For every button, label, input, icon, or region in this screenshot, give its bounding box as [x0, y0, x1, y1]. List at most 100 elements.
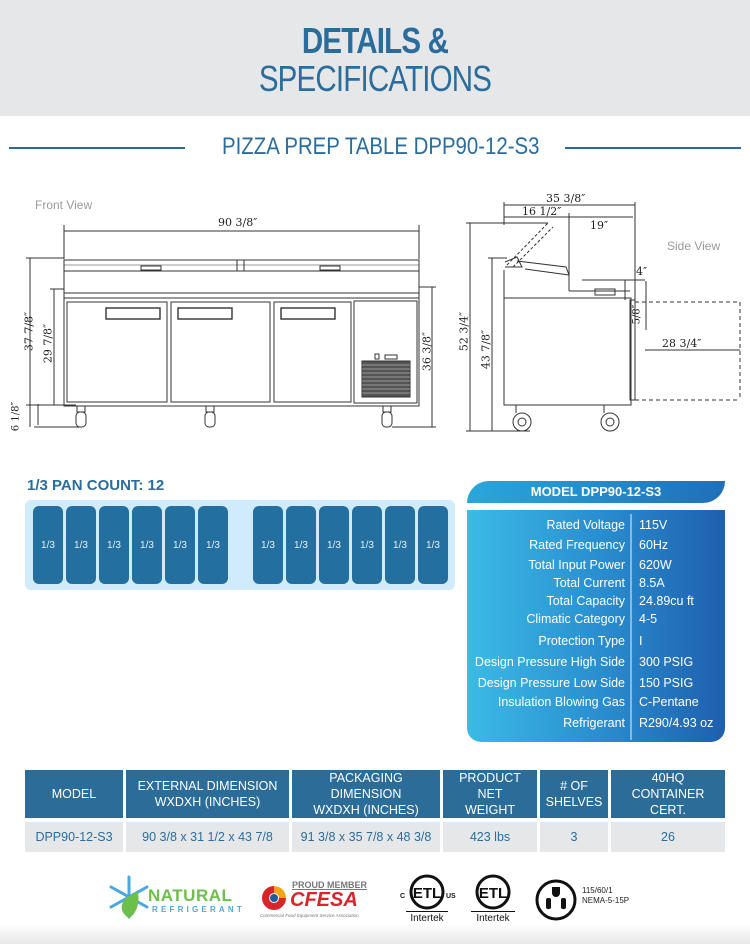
- spec-label: Protection Type: [538, 634, 625, 648]
- dim-front-cabinet-height: 29 7/8″: [41, 323, 55, 364]
- etl-mark-icon: ETL: [409, 874, 445, 910]
- cfesa-proud-member: PROUD MEMBER: [292, 880, 368, 890]
- natural-refrigerant-logo: NATURAL REFRIGERANT: [108, 874, 248, 920]
- dim-front-overall-height: 37 7/8″: [22, 311, 36, 352]
- dim-side-rail: 19″: [590, 219, 609, 232]
- pan-slot: 1/3: [319, 506, 349, 584]
- nema-5-15p-plug-icon: [535, 879, 577, 921]
- pan-slot: 1/3: [66, 506, 96, 584]
- spec-divider: [630, 514, 632, 740]
- cfesa-swirl-icon: [262, 886, 286, 910]
- front-view-label: Front View: [35, 198, 93, 212]
- dim-side-overhang: 4″: [636, 265, 648, 278]
- etl-sanitation-logo: ETL Intertek: [468, 874, 518, 924]
- cell-model: DPP90-12-S3: [25, 822, 123, 852]
- spec-value: I: [639, 634, 643, 648]
- svg-text:ETL: ETL: [479, 885, 507, 902]
- pan-slot: 1/3: [418, 506, 448, 584]
- spec-value: 150 PSIG: [639, 676, 694, 690]
- cell-packaging-dimension: 91 3/8 x 35 7/8 x 48 3/8: [292, 822, 440, 852]
- cell-shelves: 3: [540, 822, 608, 852]
- dim-front-caster-height: 6 1/8″: [10, 401, 22, 432]
- spec-row: Rated Frequency 60Hz: [467, 538, 725, 558]
- etl-c-mark: C: [400, 893, 406, 900]
- certification-footer: NATURAL REFRIGERANT PROUD MEMBER CFESA C…: [0, 866, 750, 944]
- pan-count-title: 1/3 PAN COUNT: 12: [27, 477, 165, 494]
- col-header-model: MODEL: [25, 770, 123, 818]
- spec-value: 115V: [639, 518, 668, 532]
- pan-slot: 1/3: [286, 506, 316, 584]
- page-title-line2: SPECIFICATIONS: [258, 58, 492, 99]
- pan-slot: 1/3: [352, 506, 382, 584]
- spec-value: 60Hz: [639, 538, 669, 552]
- subtitle-rule-right: [565, 147, 741, 149]
- spec-label: Design Pressure Low Side: [477, 676, 625, 690]
- product-subtitle-row: PIZZA PREP TABLE DPP90-12-S3: [0, 133, 750, 163]
- dim-side-overall-height: 52 3/4″: [457, 311, 471, 352]
- pan-slot: 1/3: [33, 506, 63, 584]
- page-title-line1: DETAILS &: [301, 20, 449, 61]
- spec-label: Total Current: [553, 576, 625, 590]
- nema-plug-logo: 115/60/1 NEMA-5-15P: [534, 878, 694, 922]
- table-row: DPP90-12-S3 90 3/8 x 31 1/2 x 43 7/8 91 …: [25, 822, 725, 852]
- spec-value: 24.89cu ft: [639, 594, 694, 608]
- etl-us-mark: US: [446, 893, 456, 900]
- refrigerant-text: REFRIGERANT: [152, 905, 245, 914]
- product-subtitle: PIZZA PREP TABLE DPP90-12-S3: [222, 133, 540, 160]
- spec-row: Rated Voltage 115V: [467, 518, 725, 538]
- dim-side-working-height: 43 7/8″: [479, 329, 493, 370]
- dim-front-width: 90 3/8″: [218, 216, 258, 229]
- etl-sanitation-icon: ETL: [475, 874, 511, 910]
- spec-value: 620W: [639, 558, 672, 572]
- pan-slot: 1/3: [165, 506, 195, 584]
- spec-label: Insulation Blowing Gas: [497, 695, 625, 709]
- cfesa-logo: PROUD MEMBER CFESA Commercial Food Equip…: [260, 880, 380, 920]
- spec-label: Rated Voltage: [546, 518, 625, 532]
- spec-row: Insulation Blowing Gas C-Pentane: [467, 695, 725, 715]
- plug-rating: 115/60/1: [582, 886, 613, 895]
- intertek-label: Intertek: [406, 911, 448, 924]
- pan-slot: 1/3: [198, 506, 228, 584]
- cell-net-weight: 423 lbs: [443, 822, 537, 852]
- cfesa-subtitle: Commercial Food Equipment Service Associ…: [260, 913, 359, 918]
- subtitle-rule-left: [9, 147, 185, 149]
- spec-box: Rated Voltage 115V Rated Frequency 60Hz To…: [467, 510, 725, 742]
- dim-side-door-gap: 5/8″: [631, 304, 643, 325]
- pan-tray: 1/3 1/3 1/3 1/3 1/3 1/3 1/3 1/3 1/3 1/3 …: [25, 500, 455, 590]
- spec-row: Design Pressure Low Side 150 PSIG: [467, 676, 725, 696]
- spec-row: Total Current 8.5A: [467, 576, 725, 596]
- spec-value: C-Pentane: [639, 695, 699, 709]
- spec-label: Rated Frequency: [529, 538, 625, 552]
- natural-text: NATURAL: [148, 886, 233, 905]
- dim-side-door-swing: 28 3/4″: [662, 337, 702, 350]
- pan-slot: 1/3: [253, 506, 283, 584]
- spec-label: Design Pressure High Side: [474, 655, 625, 669]
- cell-external-dimension: 90 3/8 x 31 1/2 x 43 7/8: [126, 822, 289, 852]
- spec-value: R290/4.93 oz: [639, 716, 714, 730]
- svg-text:ETL: ETL: [413, 885, 441, 902]
- footer-fade: [0, 924, 750, 944]
- pan-slot: 1/3: [385, 506, 415, 584]
- spec-row: Protection Type I: [467, 634, 725, 654]
- spec-value: 300 PSIG: [639, 655, 694, 669]
- snowflake-leaf-icon: [109, 875, 149, 919]
- dim-side-lid: 16 1/2″: [522, 205, 562, 218]
- dim-front-right-height: 36 3/8″: [420, 331, 434, 372]
- pan-slot: 1/3: [99, 506, 129, 584]
- spec-box-title: MODEL DPP90-12-S3: [467, 481, 725, 503]
- drawing-lines: [26, 202, 741, 432]
- plug-type: NEMA-5-15P: [582, 896, 630, 905]
- spec-value: 8.5A: [639, 576, 665, 590]
- spec-row: Design Pressure High Side 300 PSIG: [467, 655, 725, 675]
